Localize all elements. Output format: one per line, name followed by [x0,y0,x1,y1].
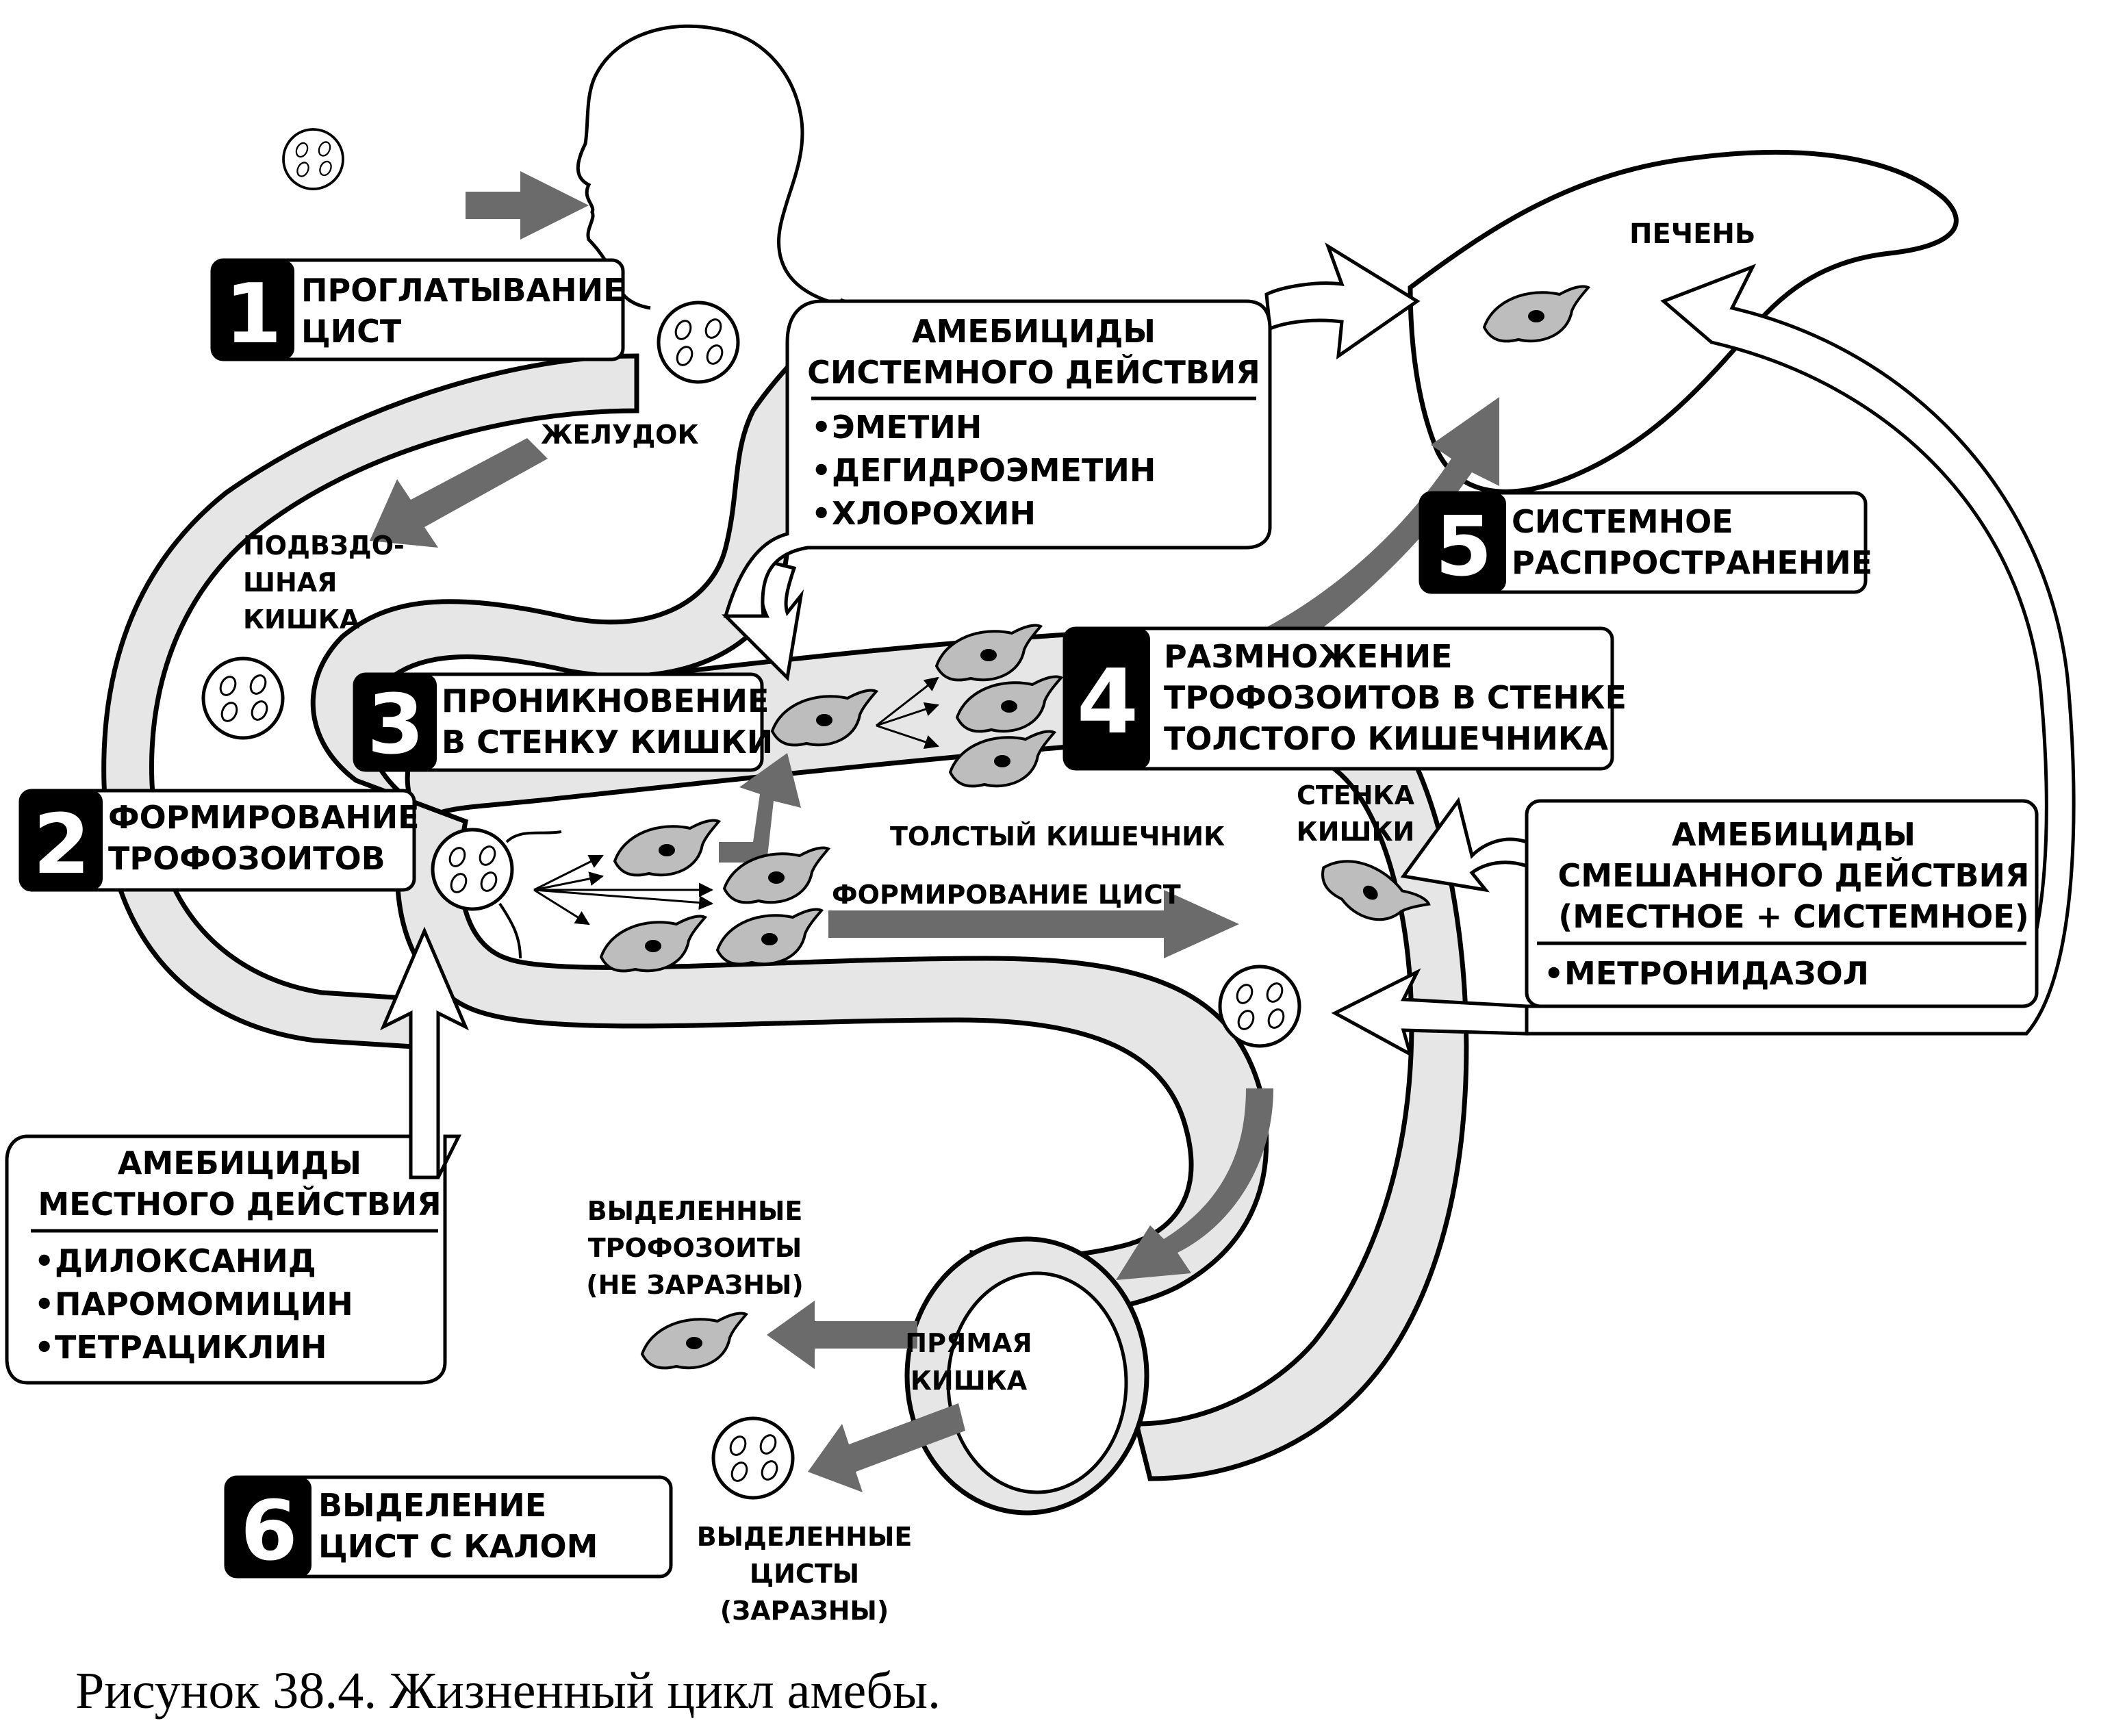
mixed-drug-1: МЕТРОНИДАЗОЛ [1564,955,1869,992]
rectum-label-1: ПРЯМАЯ [905,1328,1032,1358]
division-arrows [533,676,939,926]
step-1-line2: ЦИСТ [301,313,402,350]
ingested-cyst-icon [282,128,344,190]
systemic-drug-arrow-liver [1264,242,1421,360]
figure-caption: Рисунок 38.4. Жизненный цикл амебы. [75,1662,941,1720]
cyst-excretion-arrow [808,1403,965,1492]
step-2-line2: ТРОФОЗОИТОВ [108,840,385,877]
mixed-title-3: (МЕСТНОЕ + СИСТЕМНОЕ) [1558,898,2029,935]
excreted-troph-label-2: ТРОФОЗОИТЫ [588,1233,802,1263]
step-5-line1: СИСТЕМНОЕ [1512,503,1733,540]
ileum-label-2: ШНАЯ [243,567,337,598]
excreted-troph-label-3: (НЕ ЗАРАЗНЫ) [586,1270,804,1300]
stomach-cyst-icon [659,303,738,382]
systemic-amebicides-box: АМЕБИЦИДЫ СИСТЕМНОГО ДЕЙСТВИЯ • ЭМЕТИН •… [723,299,1272,618]
step-6-line1: ВЫДЕЛЕНИЕ [318,1487,546,1524]
step-1-number: 1 [225,267,282,362]
local-drug-2: ПАРОМОМИЦИН [55,1286,353,1323]
stomach-label: ЖЕЛУДОК [541,420,699,450]
colon-label: ТОЛСТЫЙ КИШЕЧНИК [890,821,1225,852]
colon-cyst-icon [1220,967,1299,1046]
ileum-label-1: ПОДВЗДО- [243,531,405,561]
step-4-box: 4 РАЗМНОЖЕНИЕ ТРОФОЗОИТОВ В СТЕНКЕ ТОЛСТ… [1063,626,1627,771]
local-title-2: МЕСТНОГО ДЕЙСТВИЯ [38,1186,441,1223]
liver-label: ПЕЧЕНЬ [1629,218,1755,250]
step-4-line3: ТОЛСТОГО КИШЕЧНИКА [1164,720,1608,757]
mixed-title-2: СМЕШАННОГО ДЕЙСТВИЯ [1558,857,2030,894]
systemic-bullet: • [811,452,831,489]
mixed-bullet: • [1544,955,1564,992]
penetration-arrow [719,753,801,863]
rectum-label-2: КИШКА [911,1366,1028,1396]
excreted-trophozoite-icon [641,1312,748,1370]
rectum-lumen [946,1271,1128,1494]
step-4-line2: ТРОФОЗОИТОВ В СТЕНКЕ [1164,679,1627,716]
local-title-1: АМЕБИЦИДЫ [118,1145,361,1182]
step-3-number: 3 [367,678,424,773]
small-intestine-loop [101,353,639,1050]
local-bullet: • [34,1286,54,1323]
mixed-drug-arrow-wall [1400,797,1529,893]
step-1-box: 1 ПРОГЛАТЫВАНИЕ ЦИСТ [210,258,625,362]
local-drug-1: ДИЛОКСАНИД [55,1242,316,1279]
step-6-number: 6 [240,1484,298,1579]
excreted-cyst-icon [713,1418,793,1498]
systemic-drug-3: ХЛОРОХИН [832,495,1036,532]
local-bullet: • [34,1329,54,1366]
mixed-drug-arrow-liver [1525,264,2076,1036]
excreted-cysts-label-3: (ЗАРАЗНЫ) [720,1596,889,1626]
systemic-bullet: • [811,409,831,446]
step-2-number: 2 [33,797,90,893]
local-bullet: • [34,1242,54,1279]
step-1-line1: ПРОГЛАТЫВАНИЕ [301,272,625,309]
step-6-box: 6 ВЫДЕЛЕНИЕ ЦИСТ С КАЛОМ [224,1475,673,1579]
step-3-line2: В СТЕНКУ КИШКИ [442,724,773,761]
cyst-formation-label: ФОРМИРОВАНИЕ ЦИСТ [832,880,1181,910]
systemic-drug-1: ЭМЕТИН [832,409,982,446]
excreted-cysts-label-1: ВЫДЕЛЕННЫЕ [697,1522,913,1552]
step-5-box: 5 СИСТЕМНОЕ РАСПРОСТРАНЕНИЕ [1418,491,1872,595]
step-3-line1: ПРОНИКНОВЕНИЕ [442,682,769,719]
step-2-box: 2 ФОРМИРОВАНИЕ ТРОФОЗОИТОВ [18,789,420,893]
human-head-silhouette [576,24,829,310]
step-5-line2: РАСПРОСТРАНЕНИЕ [1512,544,1872,581]
stomach-to-ileum-arrow [370,438,548,548]
step-3-box: 3 ПРОНИКНОВЕНИЕ В СТЕНКУ КИШКИ [353,672,773,773]
systemic-drug-2: ДЕГИДРОЭМЕТИН [832,452,1156,489]
troph-excretion-arrow [767,1301,917,1369]
ileum-cyst-icon [203,659,283,738]
systemic-title-1: АМЕБИЦИДЫ [912,313,1156,350]
wall-label-1: СТЕНКА [1297,780,1415,810]
excreted-troph-label-1: ВЫДЕЛЕННЫЕ [587,1196,803,1226]
systemic-bullet: • [811,495,831,532]
mixed-drug-arrow-lumen [1331,968,1529,1058]
step-4-line1: РАЗМНОЖЕНИЕ [1164,638,1453,675]
step-6-line2: ЦИСТ С КАЛОМ [318,1528,598,1565]
excysting-cyst-icon [433,830,562,959]
step-2-line1: ФОРМИРОВАНИЕ [108,799,420,836]
systemic-title-2: СИСТЕМНОГО ДЕЙСТВИЯ [807,354,1260,391]
local-drug-3: ТЕТРАЦИКЛИН [55,1329,327,1366]
wall-label-2: КИШКИ [1297,817,1415,847]
step-5-number: 5 [1435,500,1492,595]
ileum-label-3: КИШКА [243,604,360,635]
cyst-formation-arrow [828,890,1239,958]
mixed-amebicides-box: АМЕБИЦИДЫ СМЕШАННОГО ДЕЙСТВИЯ (МЕСТНОЕ +… [1525,799,2039,1008]
ingest-arrow [466,171,589,240]
excreted-cysts-label-2: ЦИСТЫ [750,1559,859,1589]
local-amebicides-box: АМЕБИЦИДЫ МЕСТНОГО ДЕЙСТВИЯ • ДИЛОКСАНИД… [5,1134,462,1385]
step-4-number: 4 [1077,650,1138,754]
descend-arrow [1116,1088,1273,1280]
mixed-title-1: АМЕБИЦИДЫ [1672,816,1916,853]
